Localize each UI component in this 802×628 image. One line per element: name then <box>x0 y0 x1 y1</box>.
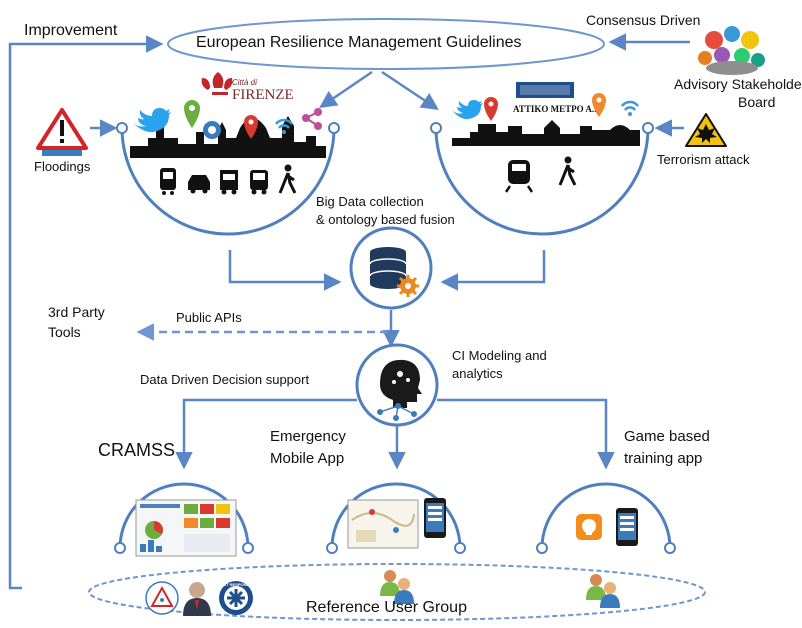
emergency-bowl <box>330 482 462 549</box>
improvement-loop-line <box>8 35 164 590</box>
guidelines-title: European Resilience Management Guideline… <box>196 34 522 51</box>
emergency-bowl-handle-right <box>454 542 466 554</box>
advisory-board-icon <box>698 26 765 75</box>
location-pin-icon-right-2 <box>592 93 606 117</box>
left-city-bowl <box>120 127 336 236</box>
athens-skyline <box>452 120 640 146</box>
to-game-arrow <box>437 398 615 470</box>
wifi-icon-right <box>621 100 639 116</box>
improvement-label: Improvement <box>24 22 118 39</box>
third-party-label-line1: 3rd Party <box>48 304 105 320</box>
wifi-icon <box>275 118 293 134</box>
twitter-icon-right <box>452 100 483 120</box>
attiko-metro-logo-name: ATTIKO METPO A.E. <box>513 104 602 114</box>
twitter-icon <box>132 108 171 133</box>
train-icon <box>504 160 534 193</box>
game-bowl-handle-right <box>664 542 676 554</box>
network-share-icon <box>302 108 322 130</box>
pedestrian-icon-left <box>278 164 297 194</box>
bus-icon <box>250 170 268 195</box>
third-party-label-line2: Tools <box>48 324 81 340</box>
reference-user-group-ellipse <box>88 563 706 621</box>
explosion-warning-icon <box>685 113 727 147</box>
ci-modeling-label-line2: analytics <box>452 366 503 381</box>
game-label-line2: training app <box>624 450 703 467</box>
users-icon-right <box>586 574 620 608</box>
florence-lily-logo-icon <box>201 72 233 95</box>
civil-protection-logo-icon <box>145 581 179 615</box>
left-bowl-handle-right <box>328 122 340 134</box>
gear-icon <box>397 275 419 297</box>
arrow-to-right-city <box>381 70 439 110</box>
advisory-board-label-line2: Board <box>738 94 776 110</box>
game-bowl <box>540 482 672 549</box>
cramss-label: CRAMSS <box>98 440 176 460</box>
decision-support-label: Data Driven Decision support <box>140 372 310 387</box>
reference-user-group-label: Reference User Group <box>306 599 467 616</box>
left-to-db-arrow <box>228 250 342 291</box>
cramss-bowl <box>118 482 250 549</box>
left-bowl-handle-left <box>116 122 128 134</box>
emergency-map-screenshot <box>347 499 419 549</box>
first-responder-badge-icon <box>219 581 253 615</box>
network-nodes-icon <box>377 403 417 421</box>
tram-icon <box>160 168 176 195</box>
emergency-label-line2: Mobile App <box>270 450 345 467</box>
floodings-label: Floodings <box>34 159 91 174</box>
location-pin-icon-right-1 <box>484 97 498 121</box>
right-city-bowl <box>434 127 650 236</box>
ci-modeling-label-line1: CI Modeling and <box>452 348 547 363</box>
right-bowl-handle-left <box>430 122 442 134</box>
truck-icon <box>220 170 238 195</box>
game-label-line1: Game based <box>624 428 710 445</box>
emergency-label-line1: Emergency <box>270 428 346 445</box>
flood-warning-icon <box>36 108 88 156</box>
game-bowl-handle-left <box>536 542 548 554</box>
car-icon <box>188 175 210 194</box>
map-pin-icon <box>184 100 200 128</box>
bigdata-label-line1: Big Data collection <box>316 194 424 209</box>
public-apis-label: Public APIs <box>176 310 242 325</box>
florence-skyline <box>130 112 326 158</box>
consensus-label: Consensus Driven <box>586 12 701 28</box>
users-icon-center <box>380 570 414 604</box>
sensor-icon <box>203 121 221 139</box>
right-bowl-handle-right <box>642 122 654 134</box>
first-responder-badge-text: FIRST RESPONDER <box>217 582 255 587</box>
guidelines-ellipse <box>167 18 605 70</box>
brain-head-icon <box>380 359 422 408</box>
pedestrian-icon-right <box>558 156 577 186</box>
game-phone-icon <box>616 508 638 546</box>
emergency-bowl-handle-left <box>326 542 338 554</box>
advisory-board-label-line1: Advisory Stakeholder <box>674 76 802 92</box>
location-pin-icon <box>244 115 258 139</box>
cramss-bowl-handle-right <box>242 542 254 554</box>
terrorism-label: Terrorism attack <box>657 152 750 167</box>
cramss-bowl-handle-left <box>114 542 126 554</box>
game-app-icon <box>576 514 602 540</box>
right-to-db-arrow <box>440 250 546 291</box>
bigdata-label-line2: & ontology based fusion <box>316 212 455 227</box>
emergency-phone-icon <box>424 498 446 538</box>
to-cramss-arrow <box>175 398 357 470</box>
official-person-icon <box>183 582 211 616</box>
arrow-to-left-city <box>319 70 373 108</box>
cramss-dashboard-screenshot <box>135 499 237 557</box>
florence-logo-name: FIRENZE <box>232 87 294 103</box>
database-icon <box>369 247 407 289</box>
florence-logo-small: Città di <box>232 78 257 87</box>
attiko-metro-logo-icon <box>516 82 574 98</box>
